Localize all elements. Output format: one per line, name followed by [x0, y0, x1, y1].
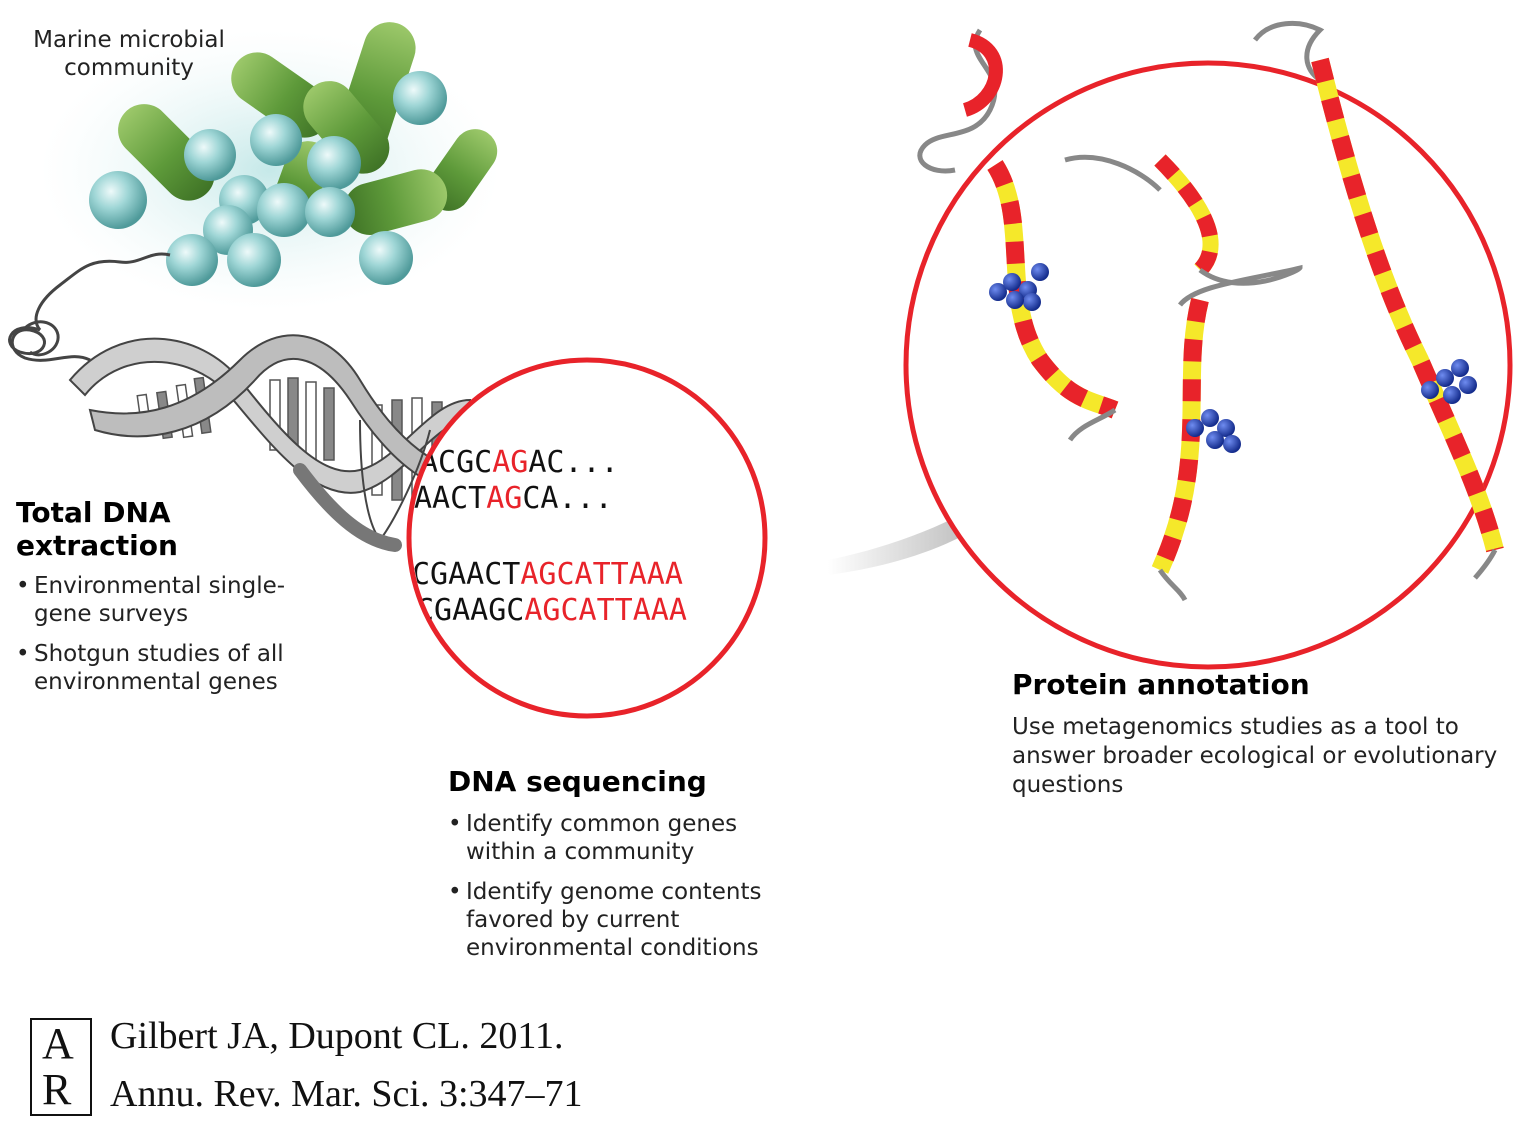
dna-sequencing-heading: DNA sequencing	[448, 765, 707, 798]
helix-3	[1253, 20, 1504, 580]
sequence-line-2: AACTAGCA...	[414, 481, 613, 516]
logo-letter-top: A	[42, 1019, 74, 1068]
protein-annotation-section: Protein annotation Use metagenomics stud…	[1012, 668, 1522, 800]
list-item: Environmental single-gene surveys	[16, 572, 316, 628]
total-dna-bullets: Environmental single-gene surveys Shotgu…	[16, 572, 316, 696]
logo-letter-bottom: R	[42, 1065, 72, 1114]
protein-helices	[917, 20, 1504, 602]
annual-reviews-logo: A R	[30, 1018, 92, 1116]
microbial-community	[40, 22, 500, 310]
sequencing-circle	[406, 357, 768, 719]
helix-1	[917, 28, 1119, 442]
dna-thread	[8, 252, 171, 362]
citation-line-2: Annu. Rev. Mar. Sci. 3:347–71	[110, 1073, 583, 1115]
sequence-line-1: ACGCAGAC...	[420, 445, 619, 480]
protein-annotation-heading: Protein annotation	[1012, 668, 1310, 701]
sequence-window: ACGCAGAC... AACTAGCA... CGAACTAGCATTAAA …	[412, 358, 762, 718]
dna-sequencing-section: DNA sequencing Identify common genes wit…	[448, 765, 808, 974]
community-label: Marine microbial community	[33, 27, 225, 81]
citation-line-1: Gilbert JA, Dupont CL. 2011.	[110, 1015, 564, 1057]
total-dna-heading: Total DNA extraction	[16, 496, 178, 562]
protein-annotation-description: Use metagenomics studies as a tool to an…	[1012, 714, 1498, 798]
arrow-icon	[828, 465, 1050, 575]
sequence-line-3: CGAACTAGCATTAAA	[412, 557, 683, 592]
list-item: Identify common genes within a community	[448, 810, 808, 866]
ligand-molecules	[989, 263, 1477, 453]
list-item: Shotgun studies of all environmental gen…	[16, 640, 316, 696]
cocci-cells	[89, 71, 447, 287]
total-dna-section: Total DNA extraction Environmental singl…	[16, 496, 316, 708]
sequence-line-4: CGAAGCAGCATTAAA	[416, 593, 687, 628]
list-item: Identify genome contents favored by curr…	[448, 878, 808, 962]
dna-sequencing-bullets: Identify common genes within a community…	[448, 810, 808, 962]
